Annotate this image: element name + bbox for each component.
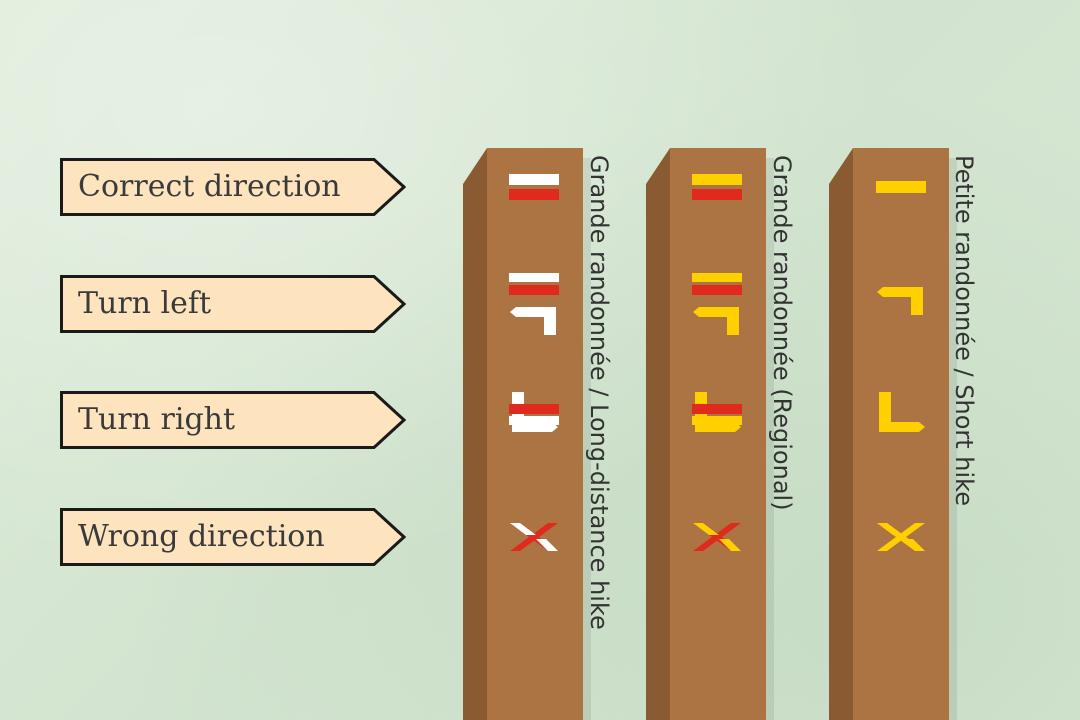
turn-right-mark [509,404,559,414]
turn-right-mark [692,404,742,414]
correct-direction-mark [509,174,559,185]
post-front-face [853,148,949,720]
turn-left-mark [509,273,559,282]
wrong-direction-mark [693,523,719,535]
arrow-sign-shape [60,275,406,333]
wrong-direction-mark [903,539,925,551]
wrong-direction-mark [877,523,925,551]
turn-left-mark [509,285,559,295]
wrong-direction-mark [693,523,741,551]
turn-right-mark [509,416,559,425]
post-front-face [487,148,583,720]
post-side-face [829,148,853,720]
post-front-face [670,148,766,720]
sign-turn-right: Turn right [60,391,406,449]
sign-label-turn-left: Turn left [78,286,212,321]
post-shadow [583,158,591,720]
post-side-face [646,148,670,720]
sign-wrong-direction: Wrong direction [60,508,406,566]
wrong-direction-mark [719,539,741,551]
wrong-direction-mark [510,523,536,535]
turn-left-mark [693,307,739,335]
arrow-sign-shape [60,508,406,566]
sign-turn-left: Turn left [60,275,406,333]
correct-direction-mark [692,189,742,200]
turn-left-mark [692,285,742,295]
correct-direction-mark [692,174,742,185]
arrow-sign-shape [60,391,406,449]
post-side-face [463,148,487,720]
sign-correct-direction: Correct direction [60,158,406,216]
turn-right-mark [879,392,925,432]
correct-direction-mark [509,189,559,200]
turn-right-mark [692,416,742,425]
sign-label-turn-right: Turn right [78,402,236,437]
post-label-regional: Grande randonnée (Regional) [768,155,796,511]
sign-label-wrong-direction: Wrong direction [78,519,325,554]
turn-left-mark [877,287,923,315]
wrong-direction-mark [510,523,558,551]
arrow-sign-shape [60,158,406,216]
post-label-long-distance: Grande randonnée / Long-distance hike [585,155,613,630]
sign-label-correct-direction: Correct direction [78,169,341,204]
post-shadow [766,158,774,720]
wrong-direction-mark [877,523,903,535]
wrong-direction-mark [536,539,558,551]
correct-direction-mark [876,181,926,193]
turn-left-mark [510,307,556,335]
turn-left-mark [692,273,742,282]
post-shadow [949,158,957,720]
post-label-short-hike: Petite randonnée / Short hike [950,155,978,506]
